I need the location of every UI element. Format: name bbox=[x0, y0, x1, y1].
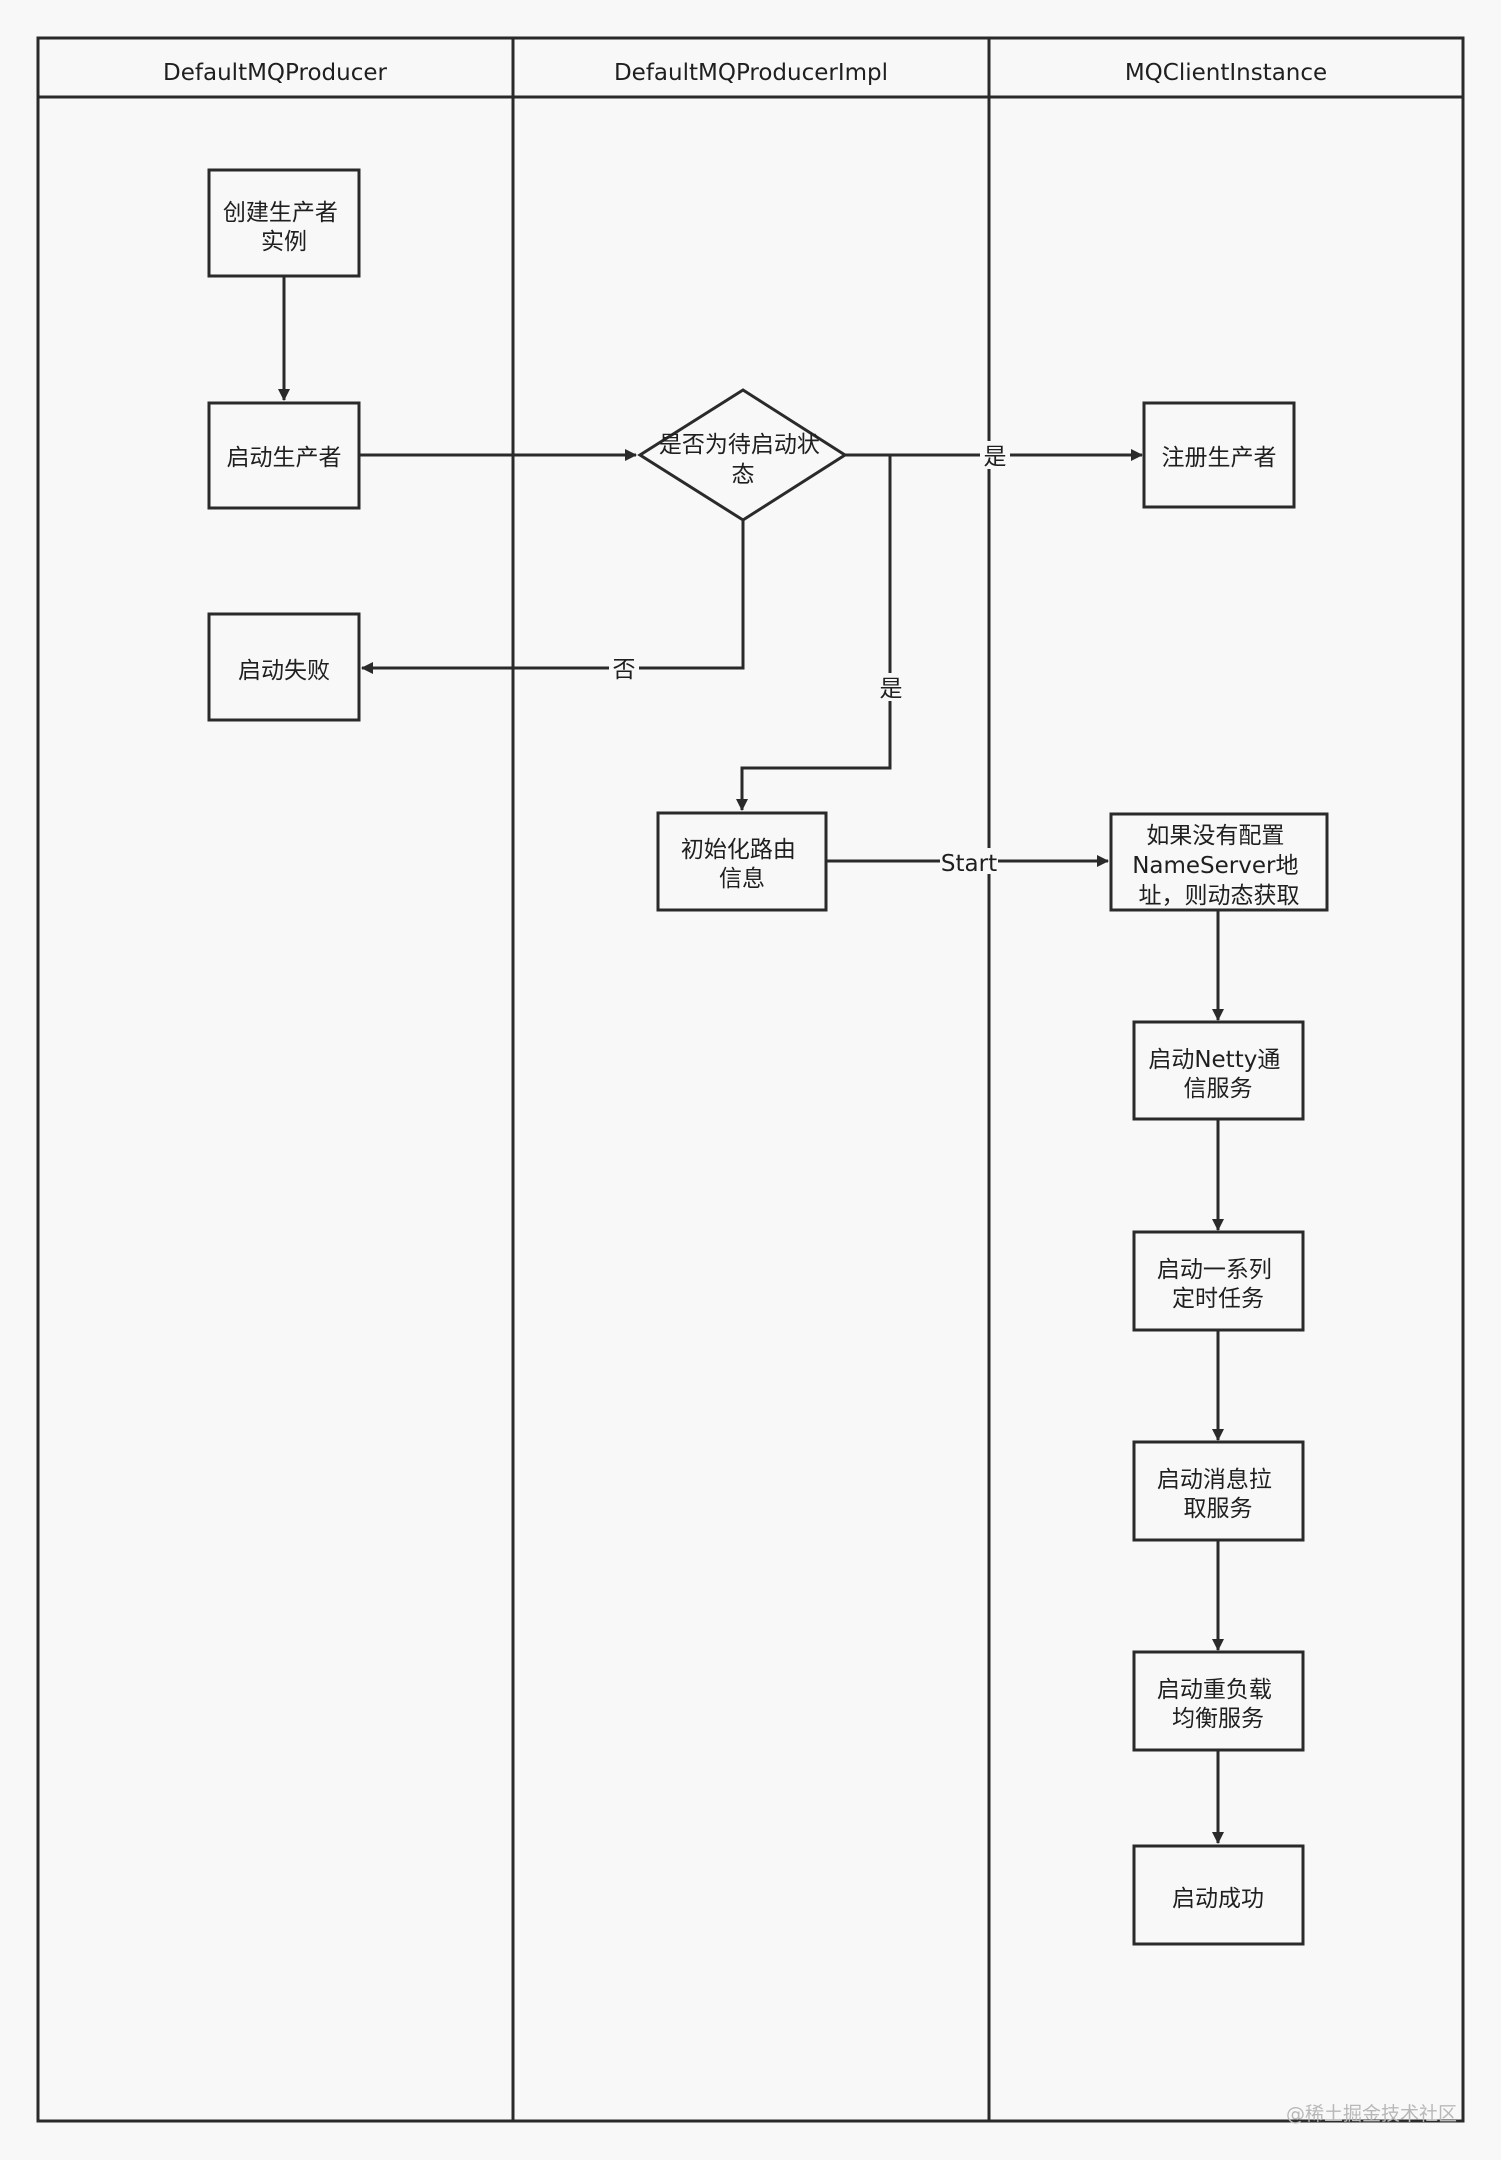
edge-label-start: Start bbox=[941, 851, 997, 877]
node-decision-label: 是否为待启动状 态 bbox=[659, 432, 827, 488]
node-tasks-box bbox=[1132, 1230, 1305, 1332]
node-pull-box bbox=[1132, 1440, 1305, 1542]
node-netty-label: 启动Netty通 信服务 bbox=[1148, 1047, 1287, 1102]
lane-title-client-instance: MQClientInstance bbox=[1125, 60, 1327, 86]
edge-label-yes-register: 是 bbox=[984, 444, 1007, 470]
node-register-box bbox=[1142, 401, 1296, 509]
edge-label-no-fail: 否 bbox=[613, 657, 636, 683]
edge-labels: 是 否 是 Start bbox=[609, 441, 1010, 877]
nodes bbox=[207, 168, 1329, 1946]
edge-decision-to-init-route bbox=[736, 455, 892, 811]
node-rebalance-box bbox=[1132, 1650, 1305, 1752]
node-fail-label: 启动失败 bbox=[238, 658, 330, 684]
node-start-label: 启动生产者 bbox=[227, 445, 342, 471]
lane-title-producer-impl: DefaultMQProducerImpl bbox=[614, 60, 888, 86]
edge-label-yes-init: 是 bbox=[880, 676, 903, 702]
node-init-route-box bbox=[656, 811, 828, 912]
node-register-label: 注册生产者 bbox=[1162, 445, 1277, 471]
node-nameserver-box bbox=[1109, 812, 1329, 912]
node-decision-diamond bbox=[637, 388, 848, 522]
node-nameserver-label: 如果没有配置 NameServer地 址，则动态获取 bbox=[1132, 823, 1306, 909]
node-success-label: 启动成功 bbox=[1172, 1886, 1264, 1912]
node-rebalance-label: 启动重负载 均衡服务 bbox=[1157, 1677, 1279, 1732]
node-fail-box bbox=[207, 612, 361, 722]
node-tasks-label: 启动一系列 定时任务 bbox=[1157, 1257, 1279, 1312]
watermark: @稀土掘金技术社区 bbox=[1285, 2103, 1457, 2125]
lane-title-producer: DefaultMQProducer bbox=[163, 60, 387, 86]
node-pull-label: 启动消息拉 取服务 bbox=[1157, 1467, 1279, 1522]
node-create-label: 创建生产者 实例 bbox=[223, 200, 345, 255]
node-start-box bbox=[207, 401, 361, 510]
node-init-route-label: 初始化路由 信息 bbox=[681, 837, 803, 892]
node-success-box bbox=[1132, 1844, 1305, 1946]
node-netty-box bbox=[1132, 1020, 1305, 1121]
node-create-box bbox=[207, 168, 361, 278]
edge-decision-to-fail bbox=[361, 520, 745, 674]
node-labels: 创建生产者 实例 启动生产者 启动失败 是否为待启动状 态 注册生产者 初始化路… bbox=[223, 200, 1306, 1912]
